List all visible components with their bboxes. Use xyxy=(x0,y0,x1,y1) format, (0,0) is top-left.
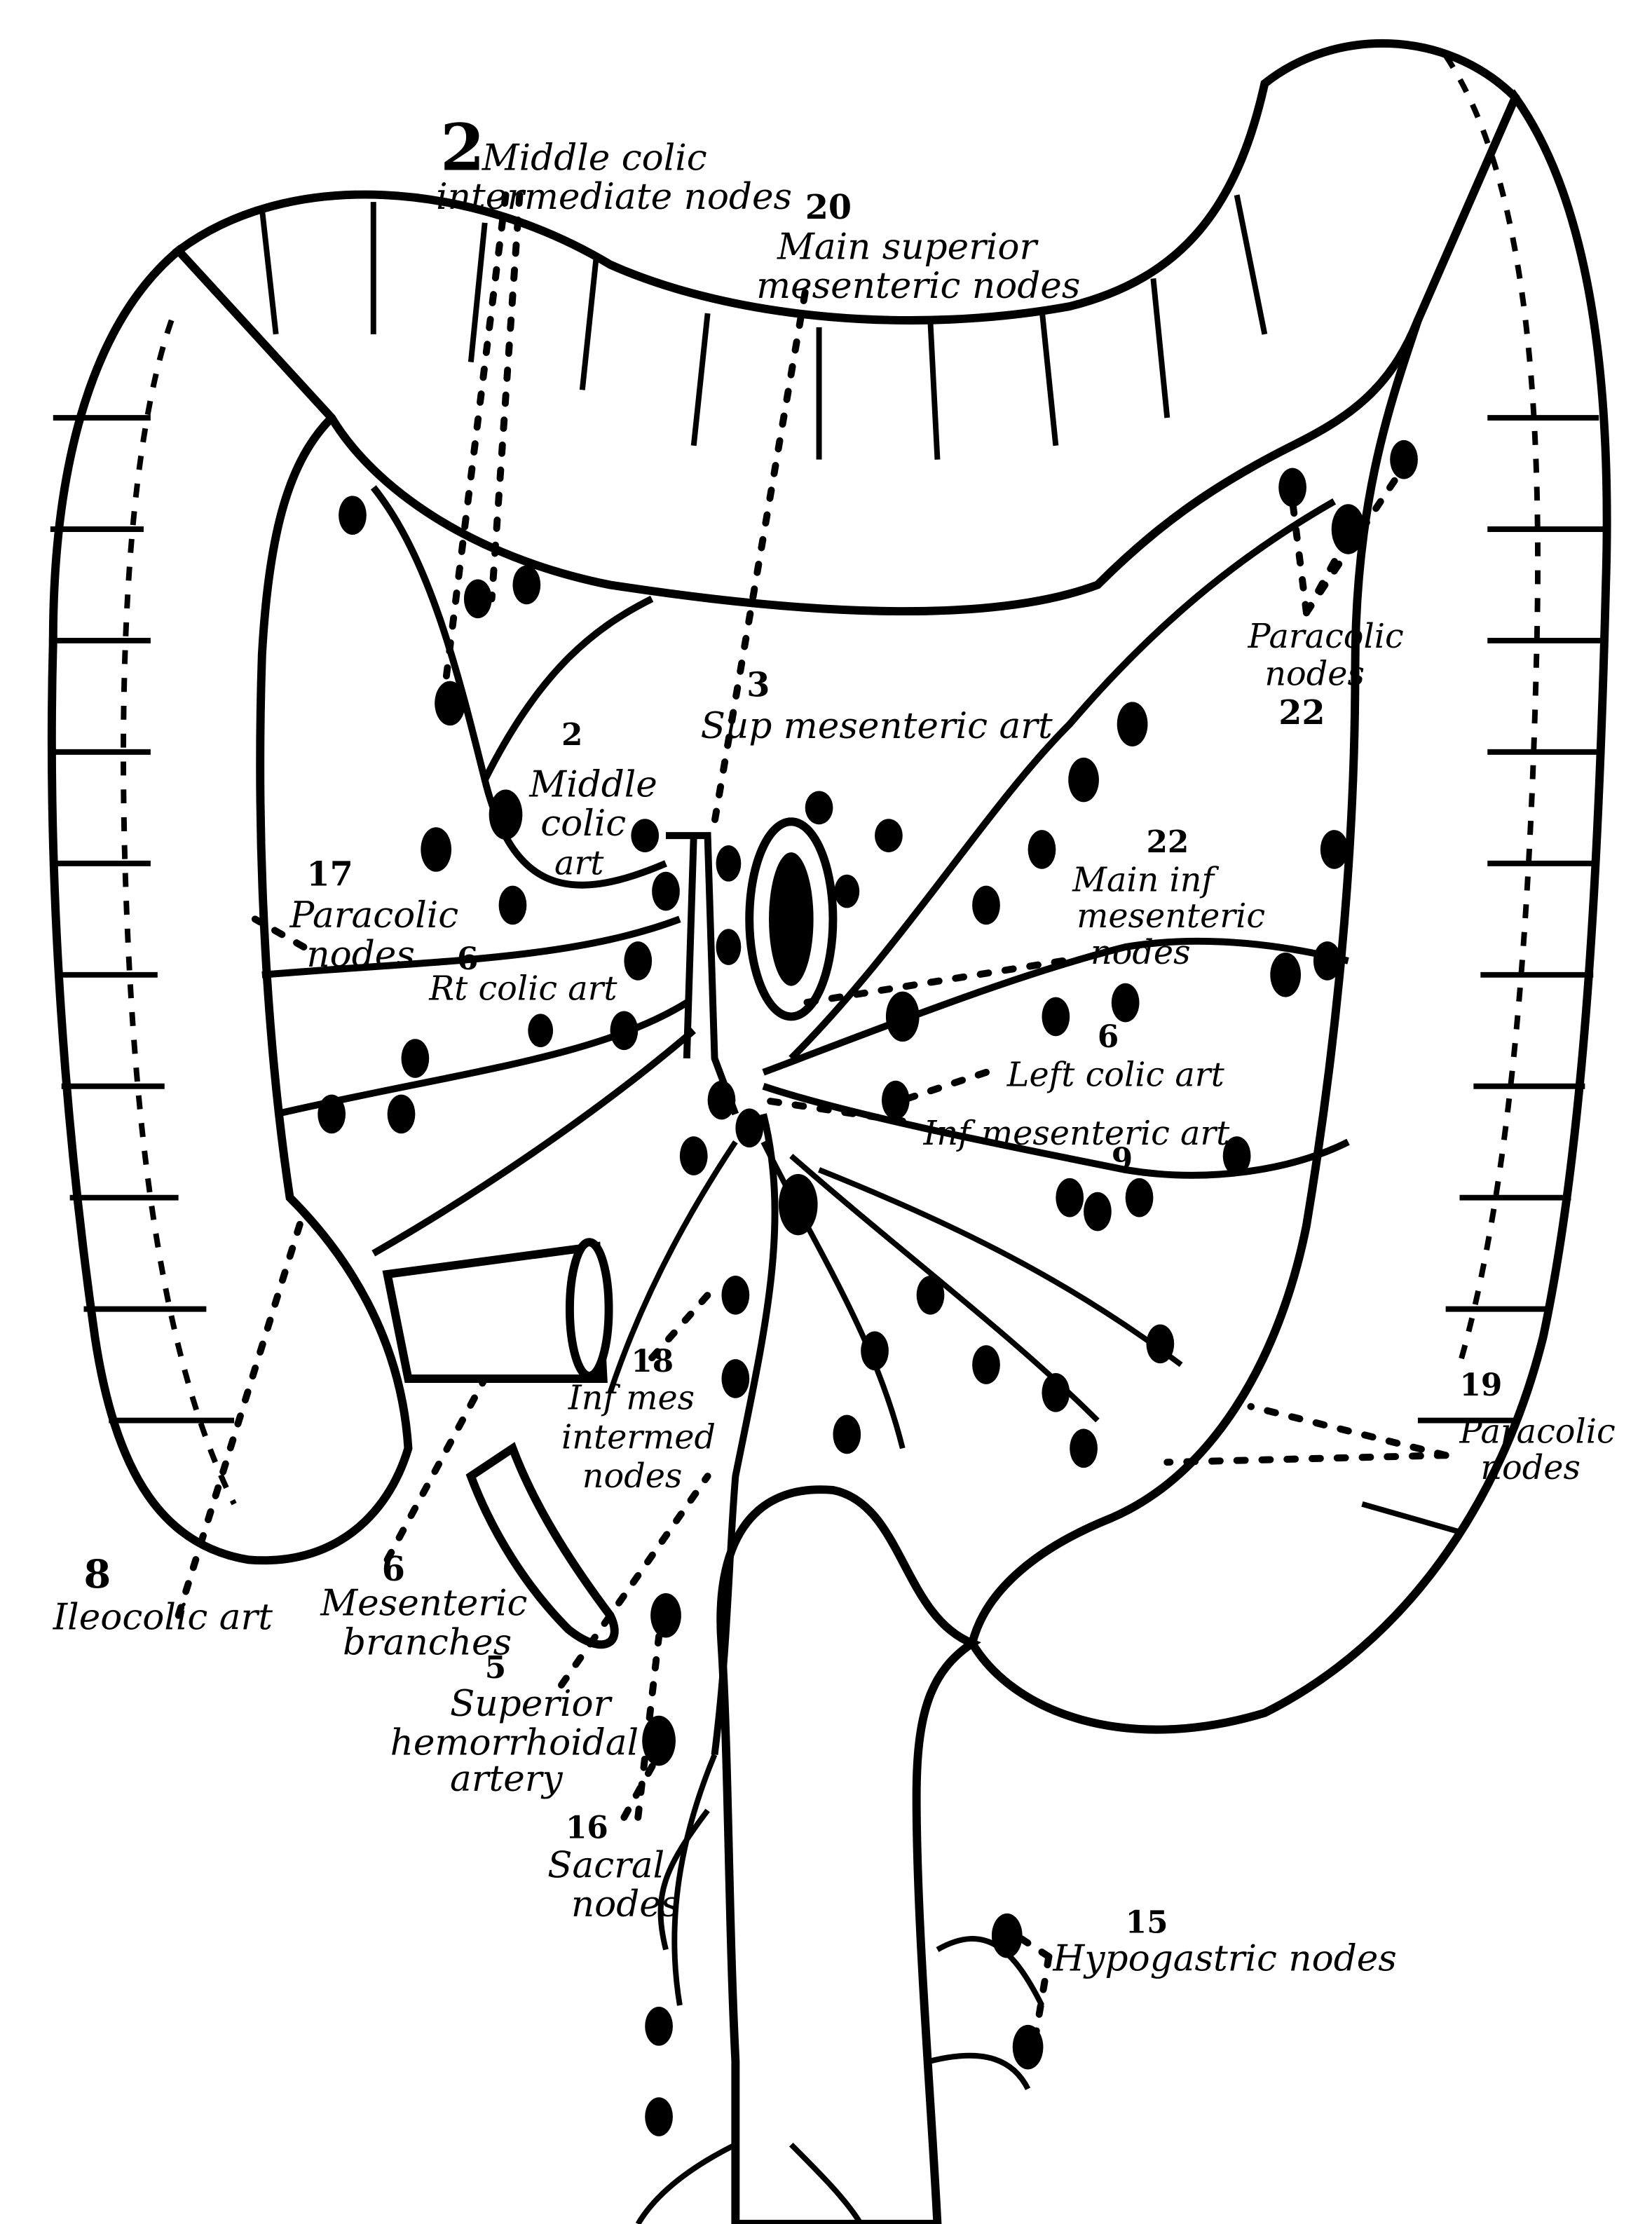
label-ileocolic-art: 8 Ileocolic art xyxy=(53,1552,273,1639)
svg-text:Ileocolic art: Ileocolic art xyxy=(53,1597,273,1639)
svg-text:Paracolic: Paracolic xyxy=(1459,1412,1616,1451)
label-middle-colic-art: 2 Middle colic art xyxy=(528,717,657,883)
ileum-lumen xyxy=(570,1242,609,1376)
transverse-colon xyxy=(179,43,1515,611)
svg-text:nodes: nodes xyxy=(1264,655,1365,694)
svg-text:Sup mesenteric art: Sup mesenteric art xyxy=(701,705,1053,747)
svg-text:Sacral: Sacral xyxy=(547,1844,664,1886)
svg-text:Middle: Middle xyxy=(528,763,657,805)
svg-text:colic: colic xyxy=(540,803,626,845)
svg-text:Main superior: Main superior xyxy=(777,226,1039,268)
svg-text:nodes: nodes xyxy=(306,934,414,976)
svg-text:Rt colic art: Rt colic art xyxy=(428,970,617,1009)
svg-text:intermed: intermed xyxy=(561,1418,716,1456)
colon xyxy=(49,43,1607,2224)
label-hypogastric-nodes: 15 Hypogastric nodes xyxy=(1052,1905,1396,1980)
svg-text:Paracolic: Paracolic xyxy=(289,894,459,936)
svg-text:22: 22 xyxy=(1146,824,1189,860)
svg-text:Left colic art: Left colic art xyxy=(1006,1056,1225,1095)
svg-text:Main inf: Main inf xyxy=(1072,861,1219,900)
svg-text:5: 5 xyxy=(485,1650,506,1686)
label-main-inf-mesenteric: 22 Main inf mesenteric nodes xyxy=(1072,824,1265,972)
svg-text:nodes: nodes xyxy=(571,1883,679,1925)
svg-text:16: 16 xyxy=(566,1810,608,1846)
svg-text:2: 2 xyxy=(561,717,582,753)
label-superior-hemorrhoidal: 5 Superior hemorrhoidal artery xyxy=(390,1650,639,1800)
svg-text:9: 9 xyxy=(1112,1142,1133,1178)
svg-text:18: 18 xyxy=(631,1344,674,1379)
svg-text:nodes: nodes xyxy=(1480,1449,1581,1487)
svg-text:6: 6 xyxy=(1098,1019,1119,1055)
svg-text:2: 2 xyxy=(440,109,485,185)
svg-text:22: 22 xyxy=(1278,693,1325,732)
label-middle-colic-intermediate: 2 Middle colic intermediate nodes xyxy=(436,109,792,218)
label-mesenteric-branches: 6 Mesenteric branches xyxy=(320,1550,527,1663)
svg-text:Paracolic: Paracolic xyxy=(1248,618,1404,656)
svg-text:mesenteric: mesenteric xyxy=(1077,897,1265,936)
label-main-superior-mesenteric: 20 Main superior mesenteric nodes xyxy=(756,188,1080,307)
svg-text:19: 19 xyxy=(1460,1367,1503,1403)
svg-text:Inf mesenteric art: Inf mesenteric art xyxy=(923,1114,1231,1153)
label-inf-mesenteric-art: Inf mesenteric art 9 xyxy=(923,1114,1231,1178)
svg-text:Hypogastric nodes: Hypogastric nodes xyxy=(1052,1937,1396,1979)
svg-text:art: art xyxy=(554,845,604,883)
svg-text:Superior: Superior xyxy=(450,1683,613,1725)
svg-text:mesenteric nodes: mesenteric nodes xyxy=(756,265,1080,307)
svg-text:Middle colic: Middle colic xyxy=(482,137,707,179)
svg-text:nodes: nodes xyxy=(1091,934,1191,972)
label-sacral-nodes: 16 Sacral nodes xyxy=(547,1810,679,1925)
aorta-lumen xyxy=(769,852,814,986)
label-sup-mesenteric-art: 3 Sup mesenteric art xyxy=(701,665,1053,747)
svg-text:artery: artery xyxy=(450,1758,563,1800)
svg-text:Mesenteric: Mesenteric xyxy=(320,1583,527,1625)
svg-text:3: 3 xyxy=(746,665,770,704)
svg-text:8: 8 xyxy=(84,1552,111,1597)
svg-text:20: 20 xyxy=(805,188,852,227)
svg-text:nodes: nodes xyxy=(582,1457,683,1496)
svg-text:15: 15 xyxy=(1126,1905,1168,1941)
label-left-colic-art: 6 Left colic art xyxy=(1006,1019,1225,1095)
label-paracolic-lower-right: 19 Paracolic nodes xyxy=(1459,1367,1616,1487)
svg-text:Inf mes: Inf mes xyxy=(568,1379,695,1418)
sigmoid-colon xyxy=(721,1489,972,2224)
svg-text:intermediate nodes: intermediate nodes xyxy=(436,176,792,218)
label-paracolic-left: 17 Paracolic nodes xyxy=(289,855,459,976)
svg-text:17: 17 xyxy=(306,855,353,894)
